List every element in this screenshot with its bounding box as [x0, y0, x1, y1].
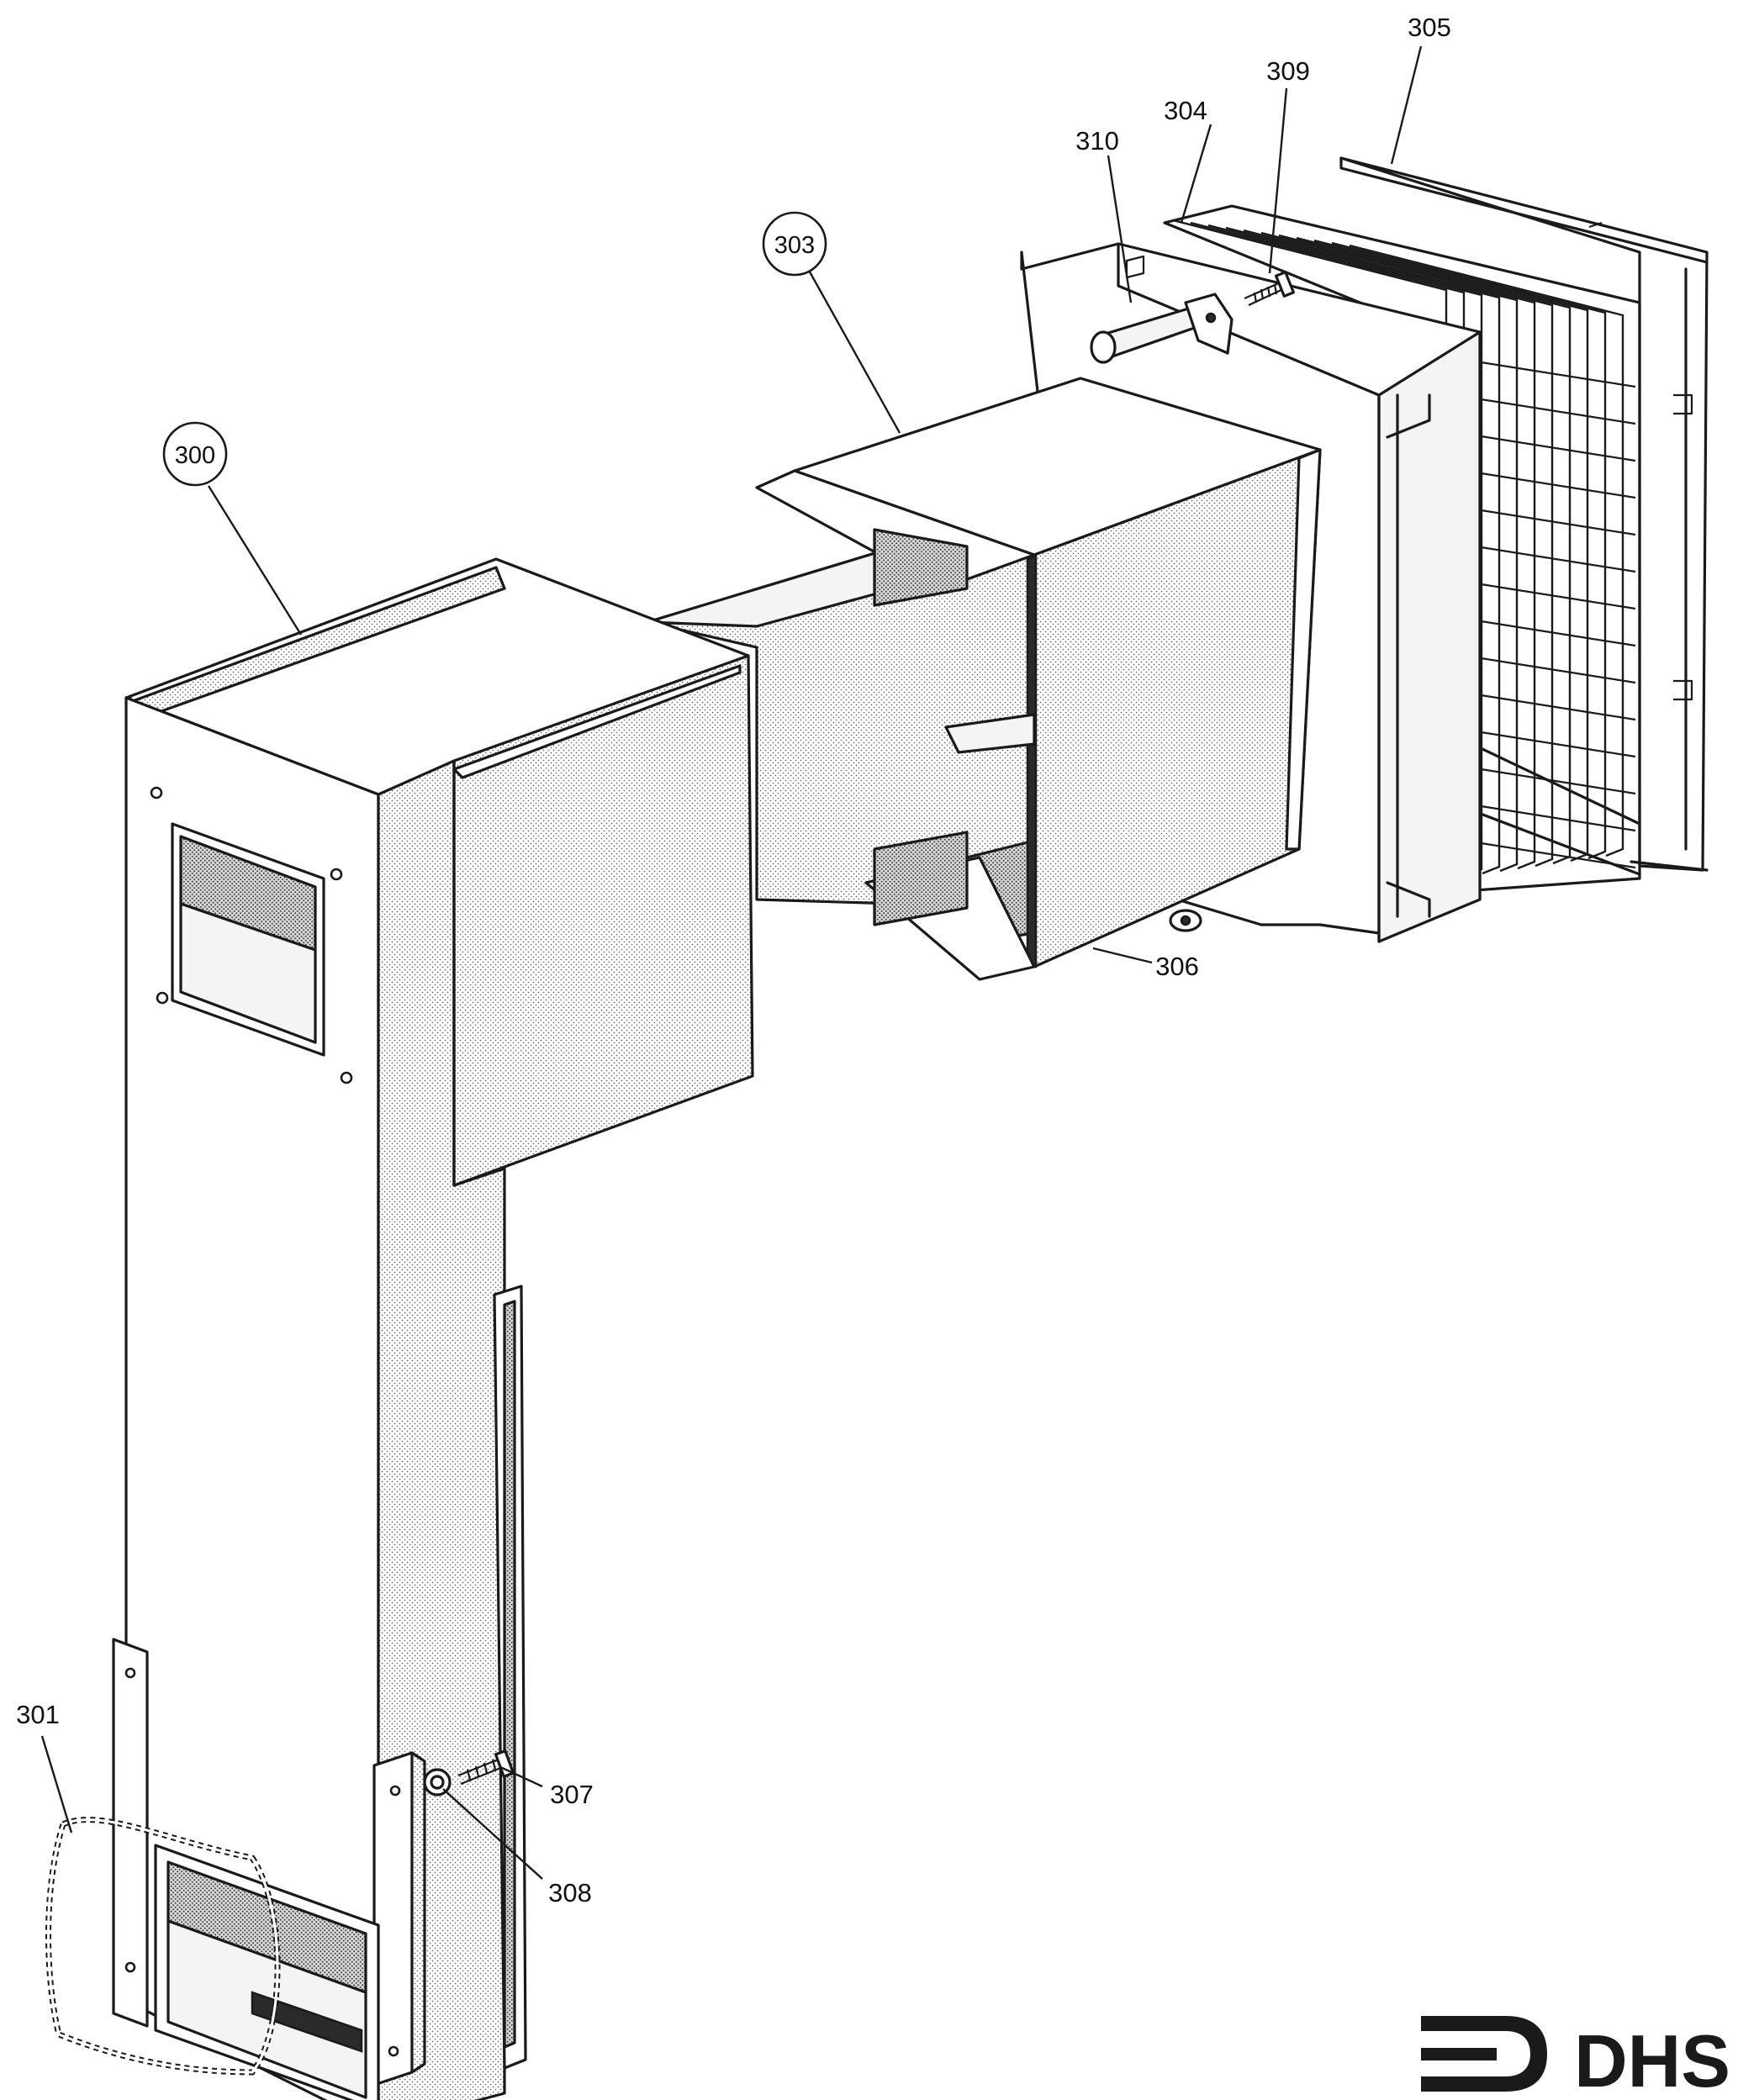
dhs-logo-text: DHS [1574, 2019, 1730, 2100]
callout-308-label: 308 [548, 1878, 592, 1907]
callout-300: 300 [162, 421, 228, 487]
dhs-logo-mark-icon [1421, 2016, 1547, 2092]
outer-grille-frame-305 [1339, 156, 1709, 872]
louvre-rung [1475, 656, 1636, 684]
louvre-bar [1278, 234, 1554, 868]
callout-301-label: 301 [16, 1700, 60, 1729]
callout-309-label: 309 [1266, 56, 1310, 86]
leader-lines [40, 45, 1423, 1880]
duct-sleeve-303 [646, 377, 1322, 981]
spigot-310 [1090, 293, 1234, 364]
louvre-rung [1475, 545, 1636, 573]
callout-305-label: 305 [1408, 13, 1451, 42]
callout-304-label: 304 [1164, 96, 1207, 125]
louvre-rung [1475, 471, 1636, 499]
flue-body-300 [112, 557, 754, 2100]
louvre-rung [1475, 804, 1636, 832]
callout-300-label: 300 [175, 442, 215, 469]
callout-306-label: 306 [1155, 952, 1199, 981]
louvre-bar [1313, 239, 1589, 863]
louvre-bar [1225, 226, 1501, 875]
callout-307-label: 307 [550, 1780, 594, 1809]
callout-310-label: 310 [1075, 126, 1119, 156]
louvre-rung [1475, 397, 1636, 425]
louvre-rung [1475, 619, 1636, 647]
callout-303-label: 303 [774, 232, 815, 259]
callout-303: 303 [762, 211, 827, 277]
louvre-rung [1475, 730, 1636, 758]
dhs-logo: DHS [1421, 2016, 1730, 2100]
louvre-bar [1260, 231, 1536, 870]
louvre-bar [1243, 229, 1519, 873]
louvre-bar [1331, 241, 1607, 860]
louvre-rung [1475, 767, 1636, 795]
screw-309 [1244, 271, 1296, 306]
rope-seal-301 [45, 1817, 281, 2076]
louvre-rung [1475, 508, 1636, 536]
louvre-rung [1475, 693, 1636, 721]
louvre-rung [1475, 434, 1636, 462]
louvre-bar [1349, 244, 1624, 857]
louvre-bar [1296, 236, 1572, 865]
louvre-rung [1475, 360, 1636, 388]
louvre-rung [1475, 582, 1636, 610]
